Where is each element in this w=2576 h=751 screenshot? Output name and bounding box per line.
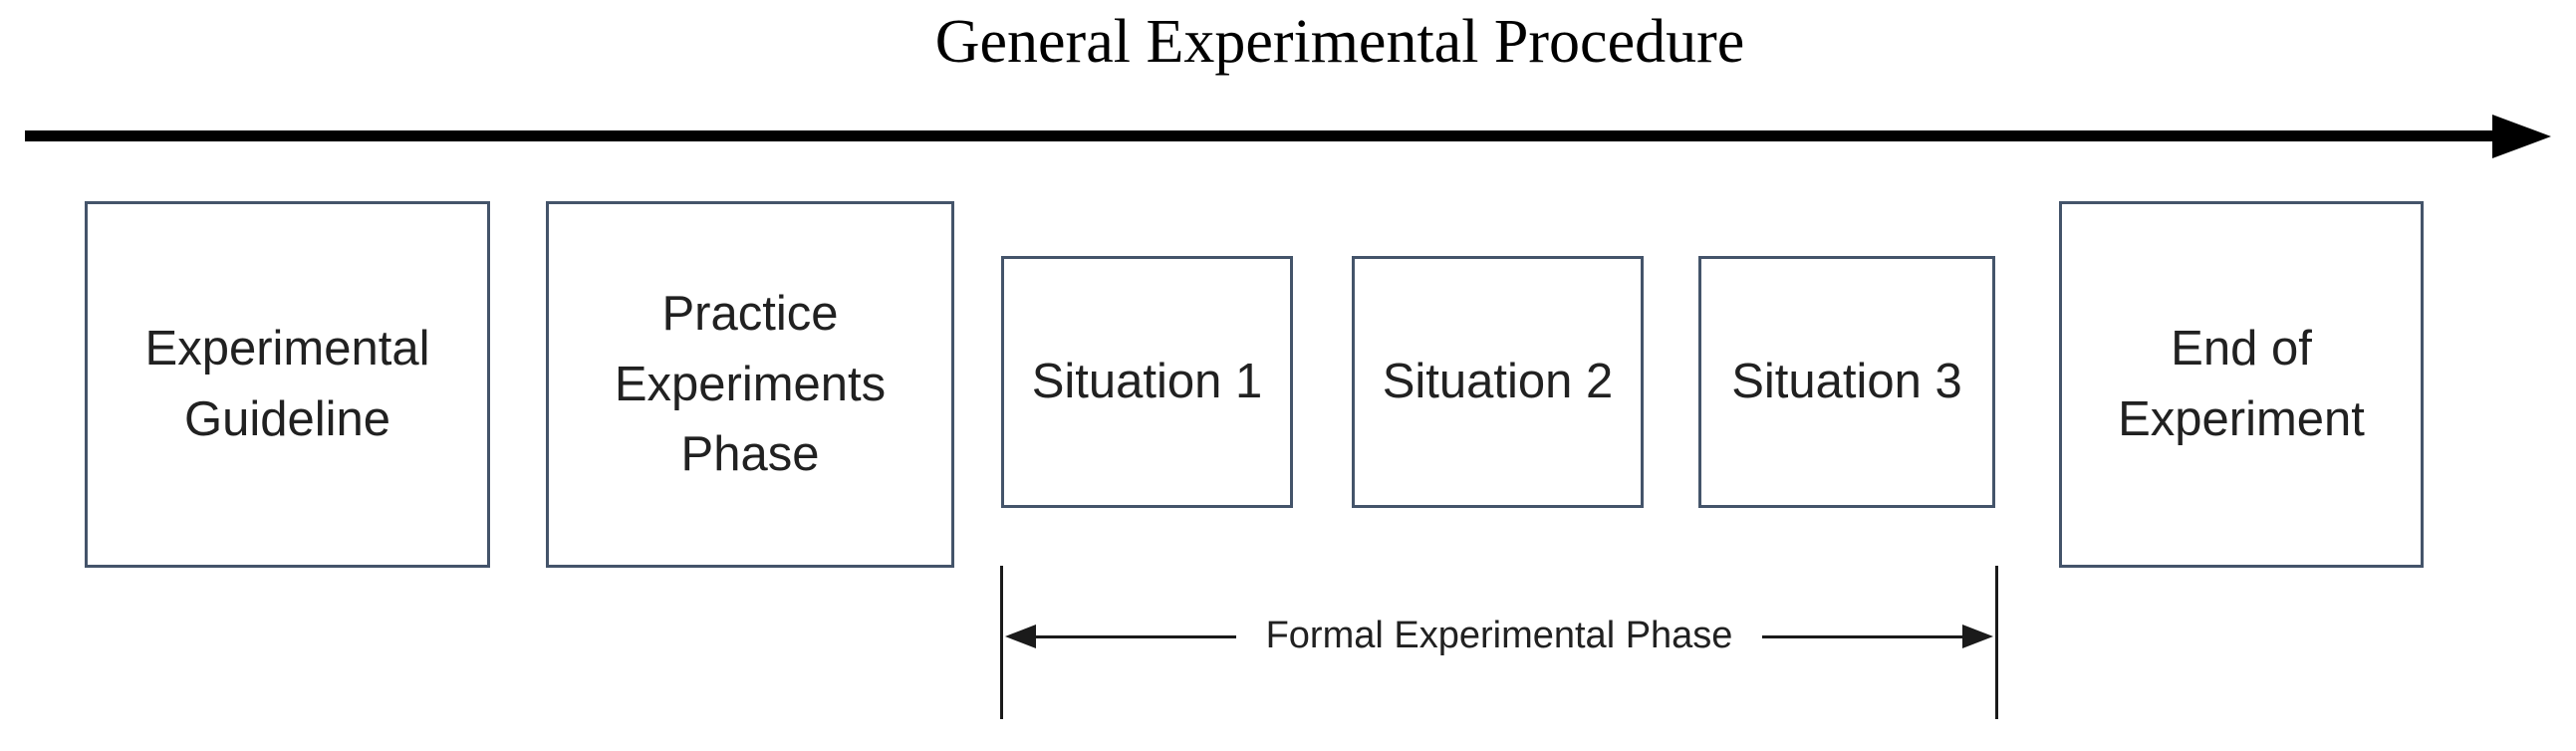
- right-arrowhead-icon: [1962, 625, 1994, 648]
- timeline-arrow-head-icon: [2492, 115, 2551, 158]
- bracket-left-boundary-line: [1000, 566, 1003, 719]
- diagram-title: General Experimental Procedure: [934, 8, 1745, 76]
- timeline-arrow-shaft: [25, 130, 2493, 141]
- box-practice-experiments-phase: Practice Experiments Phase: [546, 201, 954, 568]
- box-experimental-guideline: Experimental Guideline: [85, 201, 490, 568]
- left-arrow-shaft: [1036, 634, 1236, 638]
- box-situation-2: Situation 2: [1352, 256, 1644, 508]
- formal-phase-span-arrow: Formal Experimental Phase: [1005, 614, 1994, 659]
- box-situation-3: Situation 3: [1698, 256, 1995, 508]
- box-situation-1: Situation 1: [1001, 256, 1293, 508]
- bracket-right-boundary-line: [1995, 566, 1998, 719]
- formal-phase-label: Formal Experimental Phase: [1265, 615, 1733, 657]
- box-end-of-experiment: End of Experiment: [2059, 201, 2424, 568]
- right-arrow-shaft: [1762, 634, 1963, 638]
- left-arrowhead-icon: [1005, 625, 1036, 648]
